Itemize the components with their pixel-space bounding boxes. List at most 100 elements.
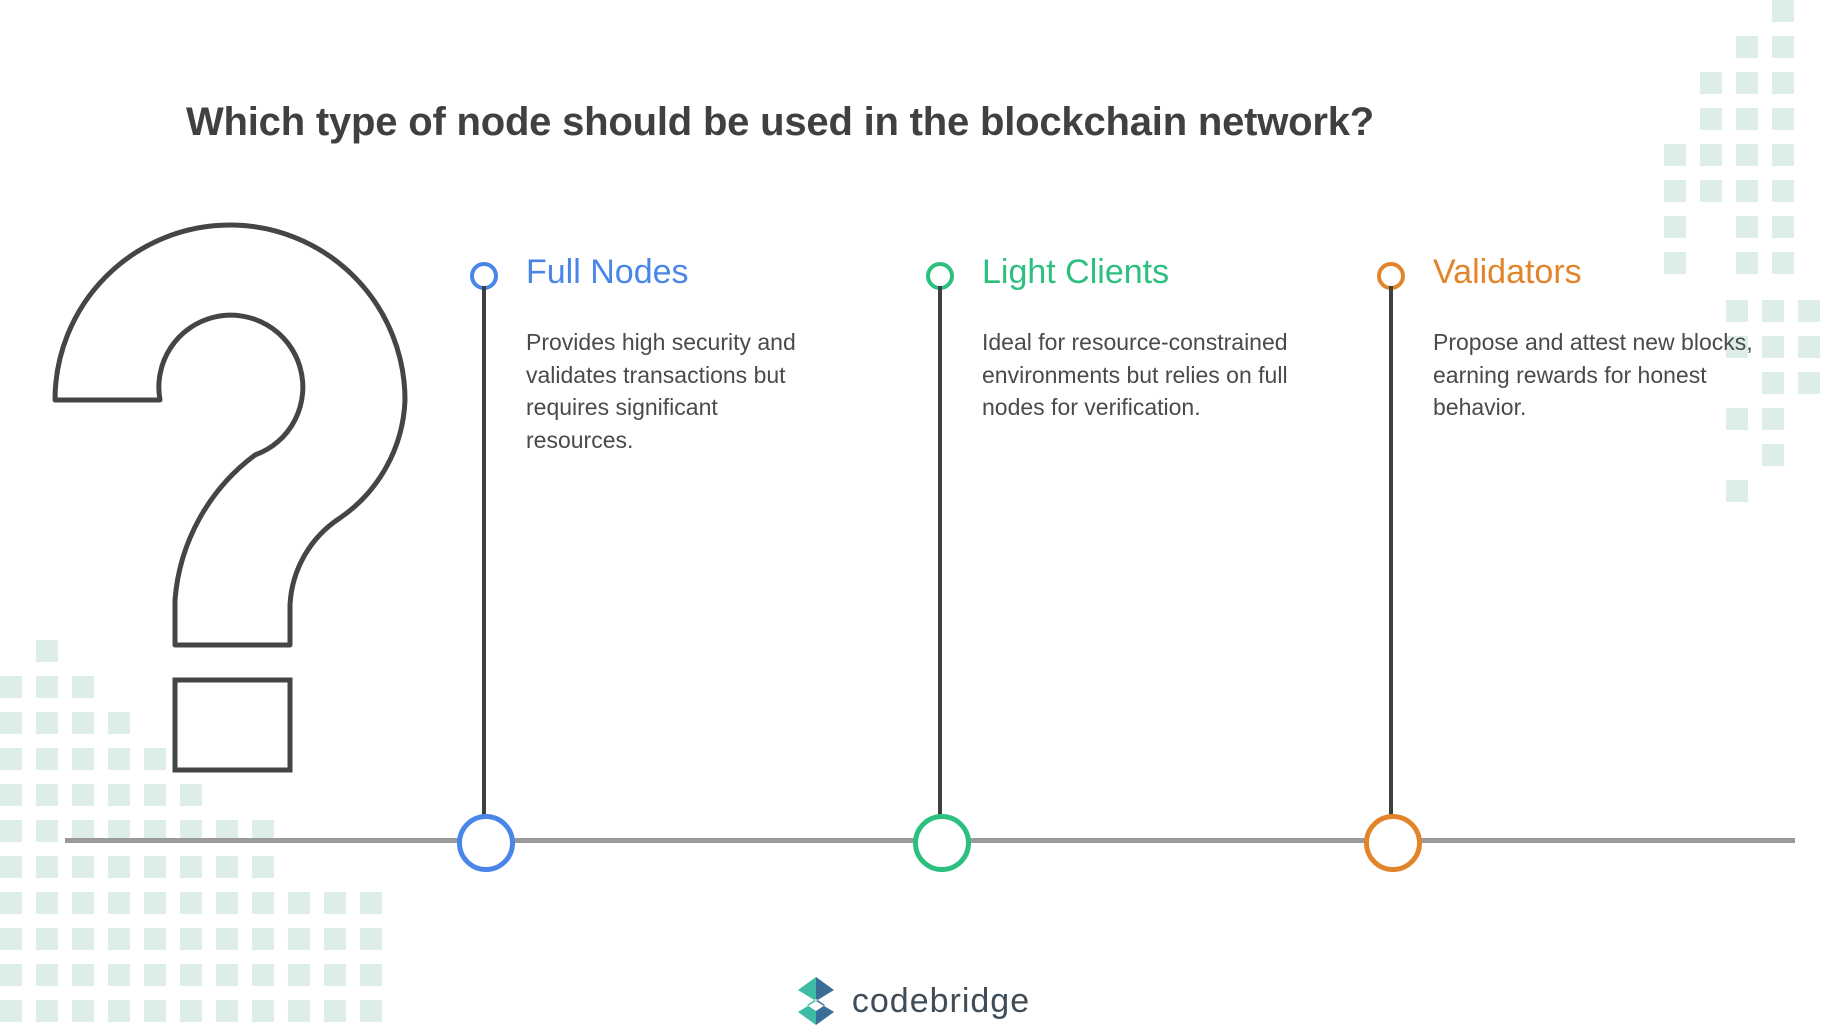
decorative-square — [252, 1000, 274, 1022]
decorative-square — [1772, 144, 1794, 166]
decorative-square — [0, 892, 22, 914]
column-description-validators: Propose and attest new blocks, earning r… — [1433, 329, 1753, 421]
decorative-square — [360, 1000, 382, 1022]
decorative-square — [1664, 180, 1686, 202]
decorative-square — [0, 1000, 22, 1022]
decorative-square — [1726, 300, 1748, 322]
decorative-square — [144, 928, 166, 950]
decorative-square — [108, 892, 130, 914]
decorative-square — [72, 892, 94, 914]
decorative-square — [36, 712, 58, 734]
decorative-square — [0, 676, 22, 698]
decorative-square — [72, 784, 94, 806]
decorative-square — [216, 964, 238, 986]
decorative-square — [0, 784, 22, 806]
decorative-square — [252, 892, 274, 914]
decorative-square — [0, 856, 22, 878]
decorative-square — [180, 820, 202, 842]
decorative-square — [1736, 252, 1758, 274]
decorative-square — [72, 856, 94, 878]
decorative-square — [252, 928, 274, 950]
decorative-square — [1772, 36, 1794, 58]
decorative-square — [1664, 252, 1686, 274]
decorative-square — [72, 820, 94, 842]
decorative-square — [360, 964, 382, 986]
decorative-square — [288, 964, 310, 986]
decorative-square — [144, 784, 166, 806]
decorative-square — [1700, 72, 1722, 94]
decorative-square — [324, 1000, 346, 1022]
connector-stem — [938, 286, 942, 846]
decorative-square — [324, 964, 346, 986]
decorative-square — [36, 964, 58, 986]
decorative-square — [108, 748, 130, 770]
decorative-square — [144, 964, 166, 986]
decorative-square — [72, 748, 94, 770]
decorative-square — [180, 928, 202, 950]
decorative-square — [216, 820, 238, 842]
decorative-square — [288, 928, 310, 950]
decorative-square — [72, 928, 94, 950]
decorative-square — [1762, 300, 1784, 322]
circle-outline-large-icon — [913, 814, 971, 872]
decorative-square — [180, 964, 202, 986]
decorative-square — [324, 928, 346, 950]
decorative-square — [1736, 36, 1758, 58]
codebridge-logo-mark-icon — [797, 977, 834, 1025]
decorative-square — [108, 1000, 130, 1022]
brand-name: codebridge — [851, 981, 1031, 1020]
column-label-light-clients: Light Clients — [982, 253, 1170, 291]
column-label-full-nodes: Full Nodes — [526, 253, 689, 291]
connector-stem — [482, 286, 486, 846]
decorative-square — [144, 1000, 166, 1022]
brand-logo[interactable]: codebridge — [0, 975, 1824, 1027]
decorative-square — [216, 928, 238, 950]
decorative-square — [252, 964, 274, 986]
decorative-square — [1772, 108, 1794, 130]
decorative-square — [144, 856, 166, 878]
decorative-square — [360, 892, 382, 914]
decorative-square — [72, 964, 94, 986]
decorative-square — [0, 712, 22, 734]
decorative-square — [180, 892, 202, 914]
decorative-square — [288, 1000, 310, 1022]
column-description-full-nodes: Provides high security and validates tra… — [526, 329, 796, 453]
decorative-squares-top-right — [1664, 0, 1824, 300]
decorative-square — [180, 856, 202, 878]
decorative-square — [180, 784, 202, 806]
page-title: Which type of node should be used in the… — [185, 100, 1375, 144]
decorative-square — [36, 856, 58, 878]
decorative-square — [1772, 252, 1794, 274]
decorative-square — [36, 928, 58, 950]
decorative-square — [1736, 72, 1758, 94]
decorative-square — [1726, 336, 1748, 358]
decorative-square — [1736, 180, 1758, 202]
decorative-square — [72, 676, 94, 698]
decorative-square — [36, 784, 58, 806]
decorative-square — [108, 856, 130, 878]
circle-outline-large-icon — [1364, 814, 1422, 872]
decorative-square — [1700, 108, 1722, 130]
decorative-square — [1700, 144, 1722, 166]
decorative-square — [1798, 372, 1820, 394]
decorative-square — [1664, 144, 1686, 166]
decorative-square — [36, 676, 58, 698]
decorative-square — [180, 1000, 202, 1022]
decorative-square — [1772, 72, 1794, 94]
decorative-square — [72, 1000, 94, 1022]
connector-stem — [1389, 286, 1393, 846]
decorative-square — [288, 892, 310, 914]
decorative-square — [1762, 408, 1784, 430]
column-label-validators: Validators — [1433, 253, 1582, 291]
decorative-square — [0, 964, 22, 986]
decorative-square — [1798, 336, 1820, 358]
decorative-square — [252, 856, 274, 878]
decorative-square — [36, 820, 58, 842]
decorative-square — [252, 820, 274, 842]
decorative-square — [108, 712, 130, 734]
decorative-square — [1664, 216, 1686, 238]
decorative-square — [144, 748, 166, 770]
decorative-square — [216, 1000, 238, 1022]
decorative-square — [144, 892, 166, 914]
